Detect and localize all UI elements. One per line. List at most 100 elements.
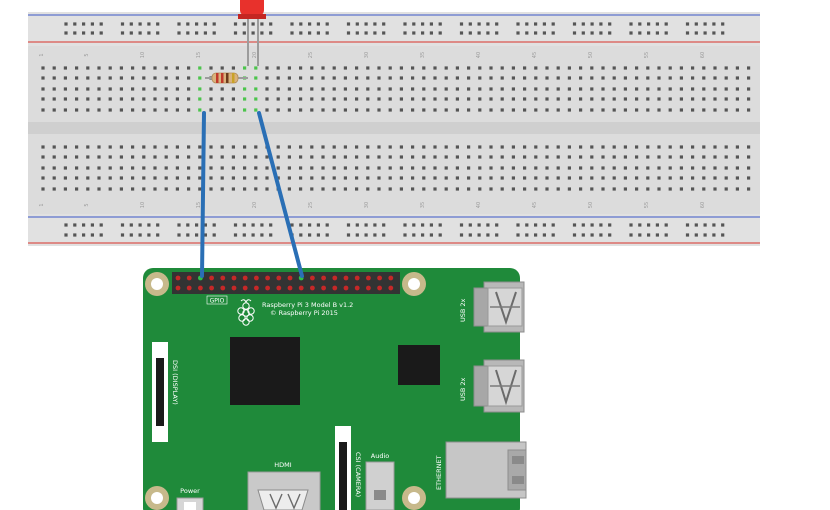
breadboard-hole <box>129 223 133 227</box>
breadboard-hole <box>316 223 320 227</box>
breadboard-hole <box>195 22 199 26</box>
breadboard-column-number: 60 <box>700 52 706 58</box>
breadboard-hole <box>377 155 381 159</box>
breadboard-hole <box>500 87 504 91</box>
breadboard-hole <box>545 155 549 159</box>
breadboard-hole <box>500 66 504 70</box>
breadboard-hole <box>186 22 190 26</box>
breadboard-hole <box>556 145 560 149</box>
breadboard-hole <box>321 97 325 101</box>
breadboard-column-number: 1 <box>39 203 45 206</box>
breadboard-hole <box>455 155 459 159</box>
breadboard-hole <box>164 87 168 91</box>
breadboard-hole <box>691 66 695 70</box>
breadboard-hole <box>308 223 312 227</box>
breadboard-hole <box>489 187 493 191</box>
breadboard-hole <box>599 31 603 35</box>
breadboard-hole <box>486 22 490 26</box>
breadboard-hole <box>612 176 616 180</box>
breadboard-hole <box>254 97 258 101</box>
breadboard-hole <box>511 108 515 112</box>
breadboard-hole <box>433 166 437 170</box>
breadboard-hole <box>321 176 325 180</box>
breadboard-hole <box>260 223 264 227</box>
breadboard-hole <box>534 176 538 180</box>
breadboard-hole <box>75 66 79 70</box>
breadboard-hole <box>668 187 672 191</box>
breadboard-hole <box>388 187 392 191</box>
breadboard-hole <box>366 76 370 80</box>
breadboard-hole <box>364 31 368 35</box>
breadboard-hole <box>646 145 650 149</box>
breadboard-hole <box>310 87 314 91</box>
breadboard-hole <box>635 176 639 180</box>
breadboard-hole <box>647 22 651 26</box>
breadboard-hole <box>41 87 45 91</box>
breadboard-hole <box>403 31 407 35</box>
breadboard-hole <box>455 76 459 80</box>
breadboard-hole <box>142 108 146 112</box>
breadboard-hole <box>635 66 639 70</box>
breadboard-hole <box>623 87 627 91</box>
breadboard-hole <box>119 108 123 112</box>
breadboard-hole <box>590 22 594 26</box>
breadboard-hole <box>321 155 325 159</box>
gpio-pin <box>254 285 259 291</box>
breadboard-hole <box>316 22 320 26</box>
breadboard-hole <box>638 22 642 26</box>
breadboard-hole <box>142 145 146 149</box>
breadboard-hole <box>489 166 493 170</box>
breadboard-hole <box>534 233 538 237</box>
breadboard-hole <box>646 166 650 170</box>
breadboard-hole <box>422 187 426 191</box>
breadboard-hole <box>581 31 585 35</box>
breadboard-hole <box>623 97 627 101</box>
breadboard-hole <box>198 97 202 101</box>
breadboard-hole <box>638 233 642 237</box>
breadboard-hole <box>64 223 68 227</box>
breadboard-hole <box>332 145 336 149</box>
breadboard-hole <box>164 76 168 80</box>
breadboard-hole <box>325 31 329 35</box>
breadboard-hole <box>63 66 67 70</box>
breadboard-hole <box>131 166 135 170</box>
breadboard-hole <box>231 108 235 112</box>
breadboard-hole <box>679 166 683 170</box>
gpio-pin <box>242 285 248 291</box>
breadboard-hole <box>164 155 168 159</box>
breadboard-hole <box>703 223 707 227</box>
breadboard-hole <box>429 31 433 35</box>
gpio-pin <box>321 285 326 291</box>
breadboard-hole <box>657 66 661 70</box>
breadboard-hole <box>355 166 359 170</box>
breadboard-hole <box>346 22 351 26</box>
breadboard-hole <box>276 87 280 91</box>
breadboard-hole <box>623 155 627 159</box>
breadboard-hole <box>629 223 633 227</box>
breadboard-hole <box>478 76 482 80</box>
breadboard-hole <box>664 22 668 26</box>
breadboard-hole <box>567 176 571 180</box>
breadboard-hole <box>572 22 577 26</box>
breadboard-hole <box>175 87 179 91</box>
breadboard-hole <box>153 87 157 91</box>
breadboard-hole <box>399 187 403 191</box>
breadboard-hole <box>254 155 258 159</box>
breadboard-hole <box>308 31 312 35</box>
breadboard-hole <box>655 233 659 237</box>
breadboard-hole <box>355 22 359 26</box>
breadboard-hole <box>175 145 179 149</box>
breadboard-hole <box>694 22 698 26</box>
breadboard-hole <box>131 176 135 180</box>
breadboard-hole <box>120 233 125 237</box>
breadboard-hole <box>198 187 202 191</box>
breadboard-hole <box>599 22 603 26</box>
breadboard-hole <box>702 187 706 191</box>
breadboard-hole <box>444 187 448 191</box>
breadboard-column-number: 55 <box>644 202 650 208</box>
breadboard-hole <box>355 97 359 101</box>
breadboard-hole <box>703 22 707 26</box>
breadboard-hole <box>254 66 258 70</box>
breadboard-hole <box>108 187 112 191</box>
breadboard-hole <box>195 223 199 227</box>
